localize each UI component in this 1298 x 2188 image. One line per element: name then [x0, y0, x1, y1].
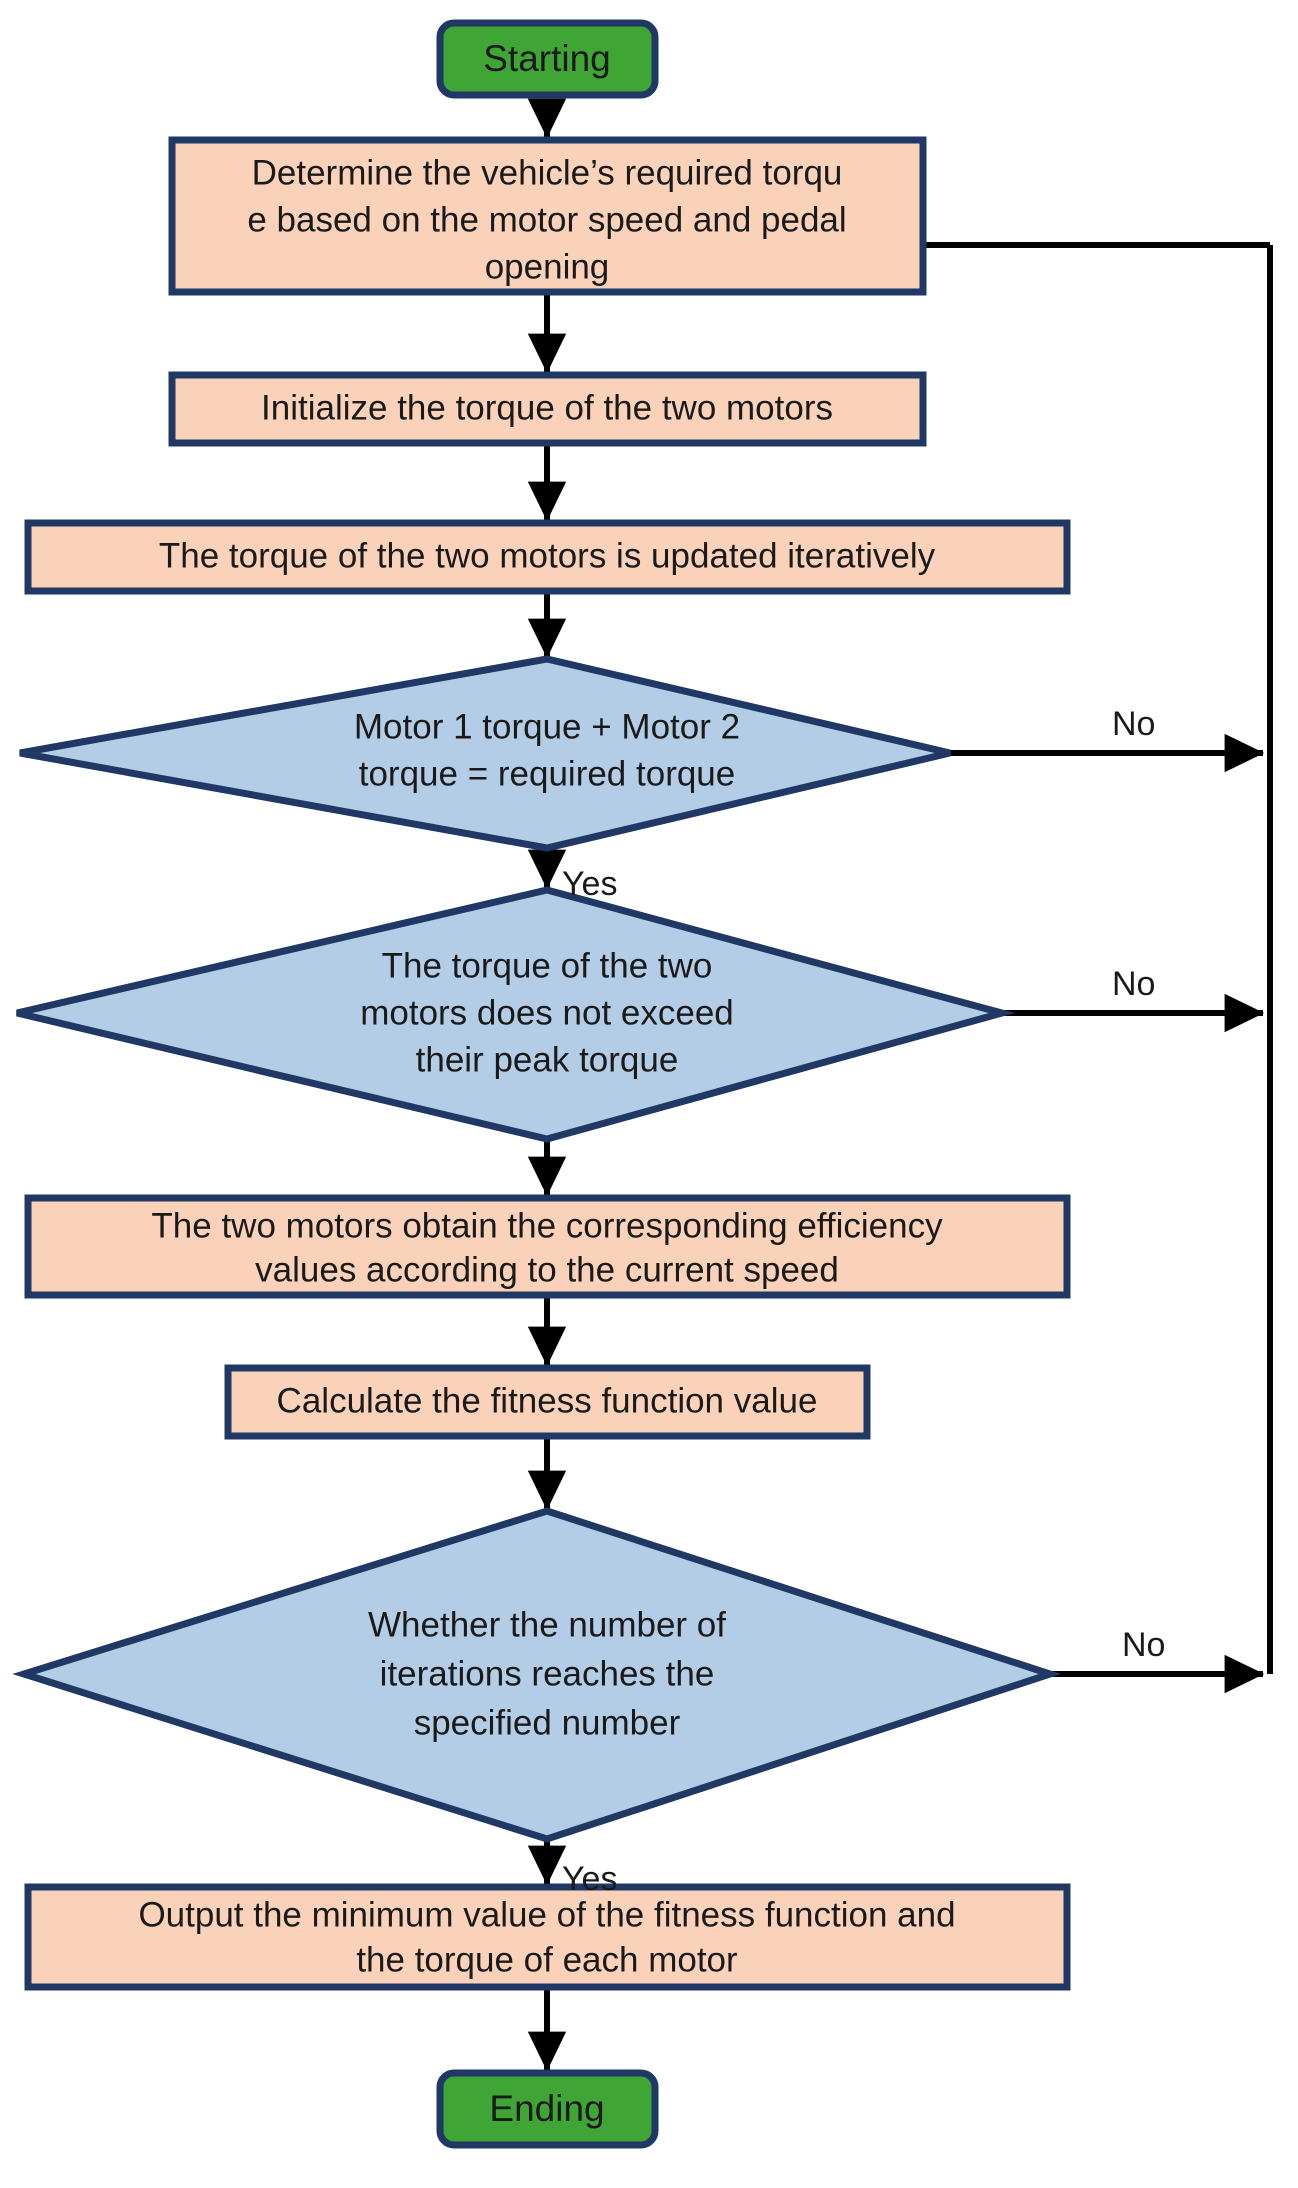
node-iterations-decision-shape[interactable] — [12, 1507, 1062, 1843]
node-peak-decision-shape[interactable] — [16, 886, 1016, 1143]
edge-label-peak-no: No — [1112, 965, 1155, 1003]
node-peak-decision-line1: The torque of the two — [382, 946, 713, 985]
node-start[interactable]: Starting — [436, 19, 659, 99]
node-start-shape[interactable] — [436, 19, 659, 99]
edge-label-iters-yes: Yes — [562, 1860, 617, 1898]
node-output[interactable]: Output the minimum value of the fitness … — [24, 1883, 1071, 1991]
edge-label-sum-no: No — [1112, 705, 1155, 743]
node-init[interactable]: Initialize the torque of the two motors — [168, 371, 927, 447]
node-update-label: The torque of the two motors is updated … — [159, 536, 936, 575]
node-update-shape[interactable] — [24, 519, 1071, 595]
edge-label-sum-yes: Yes — [562, 865, 617, 903]
node-require-shape[interactable] — [168, 136, 927, 296]
node-sum-decision-line1: Motor 1 torque + Motor 2 — [354, 707, 740, 746]
node-require-line2: e based on the motor speed and pedal — [247, 200, 846, 239]
node-fitness[interactable]: Calculate the fitness function value — [224, 1364, 871, 1440]
node-fitness-shape[interactable] — [224, 1364, 871, 1440]
node-efficiency-line1: The two motors obtain the corresponding … — [151, 1206, 943, 1245]
node-update[interactable]: The torque of the two motors is updated … — [24, 519, 1071, 595]
node-sum-decision[interactable]: Motor 1 torque + Motor 2 torque = requir… — [19, 655, 951, 852]
node-iterations-line2: iterations reaches the — [380, 1654, 715, 1693]
node-iterations-line3: specified number — [414, 1703, 681, 1742]
node-sum-decision-shape[interactable] — [19, 655, 951, 852]
node-output-line1: Output the minimum value of the fitness … — [138, 1895, 955, 1934]
node-end-shape[interactable] — [436, 2069, 659, 2149]
node-sum-decision-line2: torque = required torque — [359, 754, 736, 793]
node-efficiency-line2: values according to the current speed — [255, 1250, 839, 1289]
node-require[interactable]: Determine the vehicle’s required torqu e… — [168, 136, 927, 296]
node-peak-decision-line2: motors does not exceed — [360, 993, 734, 1032]
node-end[interactable]: Ending — [436, 2069, 659, 2149]
node-fitness-label: Calculate the fitness function value — [277, 1381, 818, 1420]
node-require-line3: opening — [485, 247, 610, 286]
edge-label-iters-no: No — [1122, 1626, 1165, 1664]
node-start-label: Starting — [483, 38, 611, 79]
node-iterations-line1: Whether the number of — [368, 1605, 726, 1644]
node-peak-decision-line3: their peak torque — [416, 1040, 679, 1079]
node-output-shape[interactable] — [24, 1883, 1071, 1991]
node-require-line1: Determine the vehicle’s required torqu — [252, 153, 843, 192]
node-efficiency-shape[interactable] — [24, 1194, 1071, 1299]
node-iterations-decision[interactable]: Whether the number of iterations reaches… — [12, 1507, 1062, 1843]
node-peak-decision[interactable]: The torque of the two motors does not ex… — [16, 886, 1016, 1143]
node-end-label: Ending — [489, 2088, 604, 2129]
node-output-line2: the torque of each motor — [356, 1940, 738, 1979]
node-init-label: Initialize the torque of the two motors — [261, 388, 833, 427]
node-efficiency[interactable]: The two motors obtain the corresponding … — [24, 1194, 1071, 1299]
node-init-shape[interactable] — [168, 371, 927, 447]
